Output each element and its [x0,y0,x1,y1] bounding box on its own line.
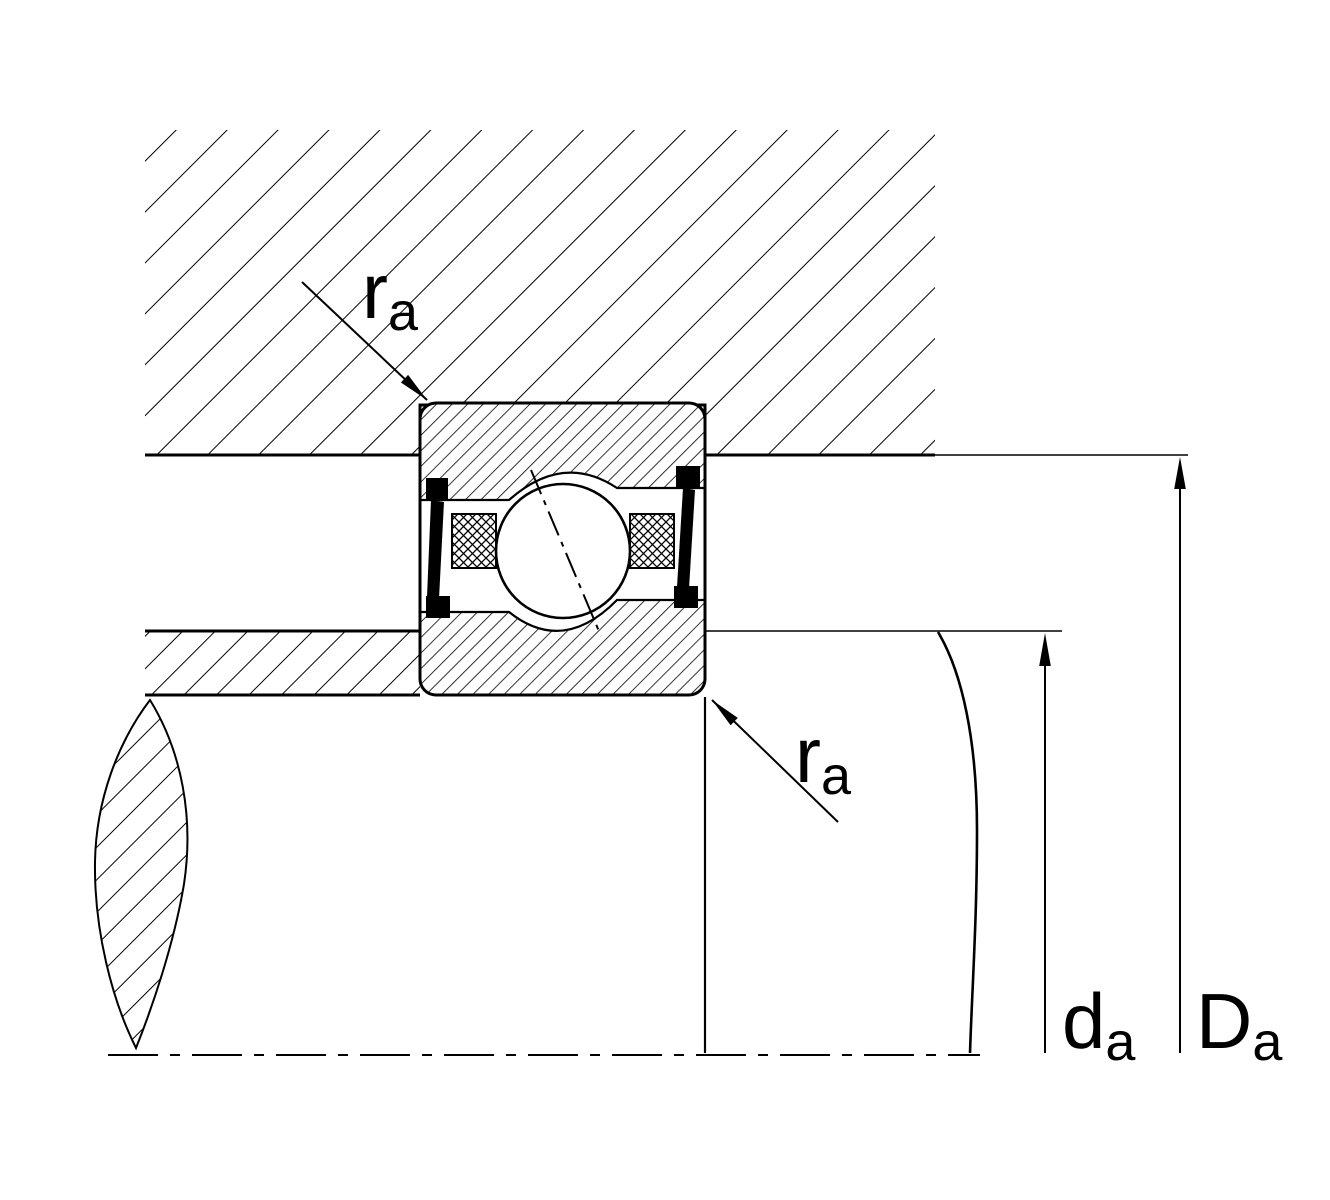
ra-bottom-label-main: r [795,711,821,799]
ra-top-label-main: r [362,247,388,335]
bearing-outer-ring [418,401,707,502]
cage-right [629,513,675,569]
housing-hatch-area [145,130,935,455]
shaft-right-contour [936,631,979,1054]
Da-label-sub: a [1252,1012,1283,1072]
dimension-arrow-Da [1174,457,1186,1053]
ra-bottom-arrowhead [712,700,738,726]
bearing-inner-ring [418,598,707,697]
shaft-shoulder-hatch-area [145,631,420,695]
seal-left [426,478,450,618]
seal-right-inner-anchor [674,586,698,608]
leader-ra-top [301,281,428,401]
ra-top-label-sub: a [388,282,419,342]
ra-bottom-label-sub: a [821,746,852,806]
shaft-break-boundary [93,698,189,1051]
bearing-assembly [418,401,707,697]
shaft-break-section [93,698,189,1051]
seal-left-inner-anchor [426,596,450,618]
seal-right-outer-anchor [676,466,700,488]
da-label-main: d [1062,977,1105,1065]
seal-right [674,466,700,608]
da-arrowhead [1039,633,1051,666]
seal-left-lip [427,500,444,599]
seal-right-lip [677,488,695,589]
da-label: da [1062,977,1136,1072]
Da-arrowhead [1174,457,1186,489]
seal-left-outer-anchor [426,478,448,500]
shaft-shoulder [145,629,420,697]
ra-top-label: ra [362,247,419,342]
shaft-contour [703,631,979,1054]
dimension-arrow-da [1039,633,1051,1053]
cage-left [451,513,497,569]
shaft-shoulder-edges [145,629,420,697]
da-label-sub: a [1105,1012,1136,1072]
ball [494,482,632,620]
Da-label: Da [1196,977,1283,1072]
Da-label-main: D [1196,977,1252,1065]
ra-top-arrowhead [400,374,427,400]
leader-ra-bottom [711,699,839,823]
ra-bottom-label: ra [795,711,852,806]
contact-angle-centerline [530,469,602,637]
